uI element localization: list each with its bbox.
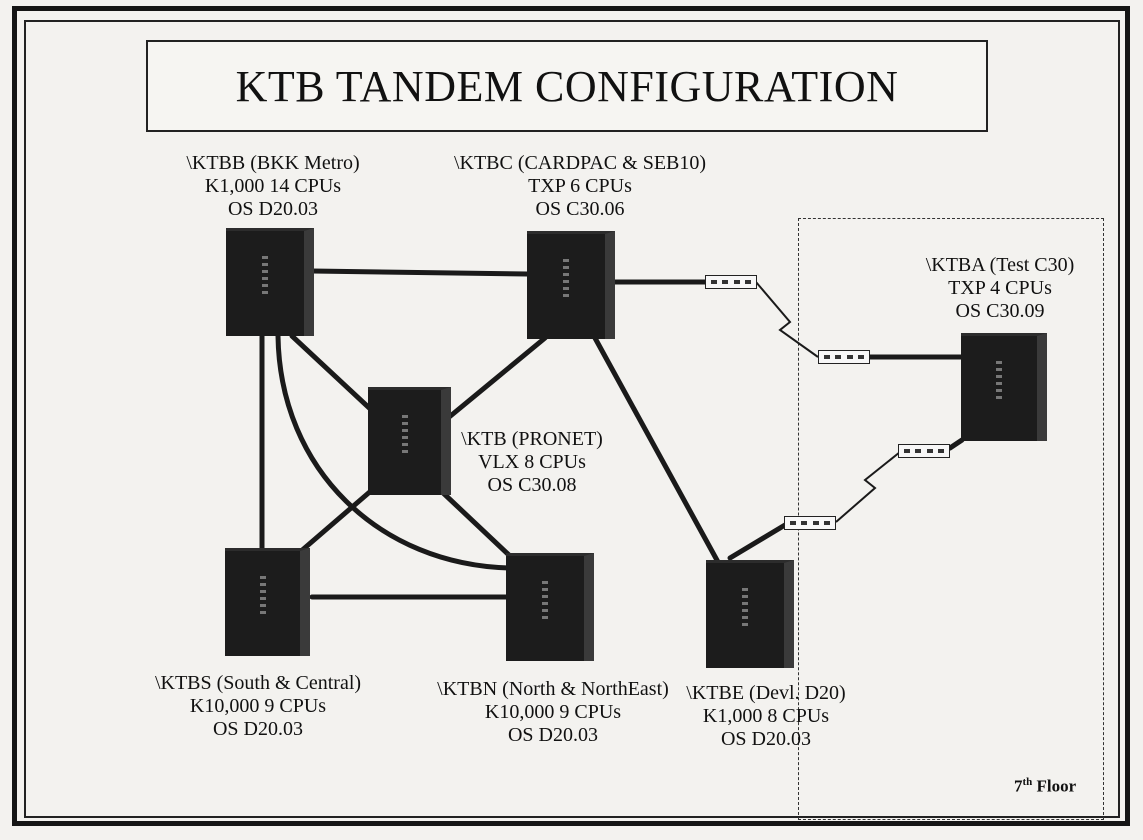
link-ktb-ktbn xyxy=(440,490,510,556)
node-model: K1,000 14 CPUs xyxy=(178,175,368,198)
floor-text: Floor xyxy=(1032,777,1076,796)
modem-1 xyxy=(705,275,757,289)
node-model: K1,000 8 CPUs xyxy=(676,705,856,728)
label-ktbc: \KTBC (CARDPAC & SEB10) TXP 6 CPUs OS C3… xyxy=(440,152,720,221)
node-name: \KTBE (Devl. D20) xyxy=(676,682,856,705)
node-name: \KTB (PRONET) xyxy=(457,428,607,451)
server-ktbe xyxy=(706,560,794,668)
server-ktbc xyxy=(527,231,615,339)
node-os: OS C30.09 xyxy=(915,300,1085,323)
node-name: \KTBA (Test C30) xyxy=(915,254,1085,277)
label-ktbs: \KTBS (South & Central) K10,000 9 CPUs O… xyxy=(148,672,368,741)
node-model: TXP 4 CPUs xyxy=(915,277,1085,300)
server-ktbs xyxy=(225,548,310,656)
label-ktbn: \KTBN (North & NorthEast) K10,000 9 CPUs… xyxy=(428,678,678,747)
node-name: \KTBC (CARDPAC & SEB10) xyxy=(440,152,720,175)
label-ktba: \KTBA (Test C30) TXP 4 CPUs OS C30.09 xyxy=(915,254,1085,323)
node-model: TXP 6 CPUs xyxy=(440,175,720,198)
floor-suffix: th xyxy=(1023,776,1033,788)
link-ktbc-ktbe xyxy=(595,338,718,562)
link-ktbb-ktbc xyxy=(312,271,527,274)
modem-3 xyxy=(898,444,950,458)
label-ktbb: \KTBB (BKK Metro) K1,000 14 CPUs OS D20.… xyxy=(178,152,368,221)
node-os: OS C30.06 xyxy=(440,198,720,221)
wan-link-upper xyxy=(756,282,818,357)
server-ktbn xyxy=(506,553,594,661)
node-model: VLX 8 CPUs xyxy=(457,451,607,474)
node-name: \KTBB (BKK Metro) xyxy=(178,152,368,175)
floor-label: 7th Floor xyxy=(1014,776,1076,797)
node-os: OS D20.03 xyxy=(178,198,368,221)
node-os: OS C30.08 xyxy=(457,474,607,497)
server-ktba xyxy=(961,333,1047,441)
node-name: \KTBS (South & Central) xyxy=(148,672,368,695)
label-ktbe: \KTBE (Devl. D20) K1,000 8 CPUs OS D20.0… xyxy=(676,682,856,751)
link-ktbb-ktb xyxy=(292,336,380,418)
node-name: \KTBN (North & NorthEast) xyxy=(428,678,678,701)
node-model: K10,000 9 CPUs xyxy=(148,695,368,718)
server-ktbb xyxy=(226,228,314,336)
node-os: OS D20.03 xyxy=(676,728,856,751)
node-model: K10,000 9 CPUs xyxy=(428,701,678,724)
link-ktb-ktbs xyxy=(300,490,372,552)
link-ktbe-modem xyxy=(730,525,785,558)
link-ktbc-ktb xyxy=(448,338,545,418)
link-ktba-modem xyxy=(950,440,962,448)
floor-number: 7 xyxy=(1014,777,1023,796)
modem-2 xyxy=(818,350,870,364)
server-ktb xyxy=(368,387,451,495)
modem-4 xyxy=(784,516,836,530)
node-os: OS D20.03 xyxy=(148,718,368,741)
wan-link-lower xyxy=(836,452,900,522)
node-os: OS D20.03 xyxy=(428,724,678,747)
label-ktb: \KTB (PRONET) VLX 8 CPUs OS C30.08 xyxy=(457,428,607,497)
